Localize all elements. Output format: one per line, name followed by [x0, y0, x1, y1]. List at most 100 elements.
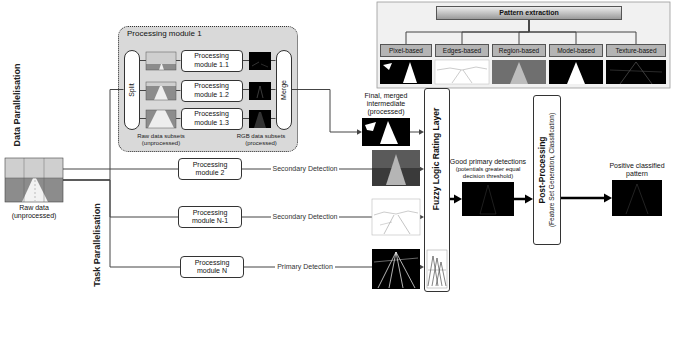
edge-label: Primary Detection [275, 263, 335, 271]
primary-detection-image-part [389, 252, 396, 288]
image-node: Positive classified pattern [612, 180, 662, 216]
group-heading-holder: Processing module 1 [127, 29, 202, 38]
primary-detection-image [372, 249, 420, 289]
positive-pattern-image-part [612, 180, 662, 216]
group-fill [118, 26, 298, 152]
secondary-detection-image [372, 150, 420, 186]
node-text: Processing module 1 [127, 29, 202, 38]
raw-data-photo [5, 158, 63, 202]
connector-line [529, 20, 636, 44]
node-text: Good primary detections [448, 158, 528, 166]
membership-chart-part [428, 270, 446, 271]
raw-subset-image-part [146, 64, 176, 70]
pixel-based-image [380, 60, 432, 84]
raw-data-photo-part [5, 158, 63, 178]
connector [462, 20, 529, 44]
primary-detection-image-part [396, 252, 415, 288]
rotated-text: Split [127, 83, 135, 97]
connector-line [410, 132, 421, 133]
rgb-subset-image-part [257, 86, 260, 98]
secondary-detection-image-part [372, 150, 420, 186]
edges-based-image-part [437, 67, 487, 70]
membership-chart-part [427, 250, 447, 288]
primary-detection-image-part [374, 258, 418, 262]
raw-subset-image-part [146, 86, 176, 100]
connector-line [514, 198, 528, 201]
connector-line [519, 20, 529, 44]
membership-chart-part [436, 262, 446, 286]
node-text: Processing module 1.1 [185, 52, 239, 68]
image-node: Good primary detections(potentials great… [462, 182, 514, 216]
raw-subset-image [146, 52, 176, 70]
image-caption: Final, merged intermediate (processed) [356, 92, 416, 116]
raw-subset-image-part [146, 110, 176, 128]
texture-based-image-part [610, 70, 662, 72]
raw-subset-image [146, 110, 176, 128]
merged-intermediate-image-part [380, 121, 398, 144]
node-text: Processing module 1.2 [185, 82, 239, 98]
raw-data-photo-part [5, 178, 63, 202]
raw-subset-image-part [146, 110, 176, 128]
edge-detection-image-part [398, 215, 410, 234]
image-caption: Good primary detections(potentials great… [448, 158, 528, 180]
region-based-image-part [510, 62, 528, 84]
edges-based-image-part [452, 70, 461, 83]
connector [514, 195, 533, 204]
layer-bar: Post-Processing(Feature Set Generation, … [533, 95, 561, 245]
texture-based-image [606, 60, 666, 84]
connector [63, 180, 178, 217]
node-text: Fuzzy Logic Rating Layer [432, 108, 442, 211]
pixel-based-image-part [380, 60, 432, 84]
table-header: Pattern extraction [436, 6, 622, 20]
raw-subset-image [146, 82, 176, 100]
membership-chart [427, 250, 447, 288]
node-text: Processing module 1.3 [185, 110, 239, 126]
image-node: Final, merged intermediate (processed) [362, 118, 410, 146]
connector [292, 90, 363, 135]
positive-pattern-image-part [637, 184, 648, 214]
connector-line [63, 180, 178, 217]
node-text: Pattern extraction [499, 9, 559, 17]
raw-data-photo-part [24, 158, 25, 202]
raw-subset-image-part [146, 52, 176, 70]
node-text: Post-Processing [538, 113, 548, 227]
column-header: Model-based [549, 44, 603, 57]
rgb-subset-image-part [261, 64, 268, 67]
secondary-detection-image-part [386, 154, 406, 185]
connector [561, 194, 612, 203]
region-based-image [492, 60, 546, 84]
node-text: Pixel-based [389, 47, 423, 54]
connector [450, 195, 462, 204]
connector [519, 20, 529, 44]
raw-data-photo-part [44, 158, 45, 202]
rgb-subset-image [249, 110, 271, 128]
node-text: Merge [279, 80, 287, 100]
raw-subset-image-part [159, 64, 164, 70]
merged-intermediate-image [362, 118, 410, 146]
connector-line [63, 90, 124, 181]
node-text: Edges-based [443, 47, 481, 54]
rgb-subset-image-part [249, 110, 271, 128]
process-box: Processing module 1.3 [181, 108, 243, 130]
node-text: Region-based [499, 47, 539, 54]
connector [63, 180, 180, 267]
pattern-panel [377, 2, 670, 88]
process-box: Processing module N-1 [178, 206, 242, 228]
split-merge-box: Merge [276, 50, 292, 130]
split-merge-box: Split [124, 50, 140, 130]
process-box: Processing module 1.2 [181, 80, 243, 102]
texture-based-image-part [636, 62, 652, 84]
good-detection-image-part [480, 185, 496, 214]
image-caption: Raw data (unprocessed) [1, 204, 67, 220]
raw-data-photo-part [5, 178, 63, 179]
positive-pattern-image-part [626, 184, 637, 214]
edges-based-image-part [435, 60, 489, 84]
rgb-subset-image [249, 82, 271, 100]
edge-detection-image [372, 199, 420, 235]
node-text: (potentials greater equal decision thres… [448, 166, 528, 180]
process-box: Processing module 1.1 [181, 50, 243, 72]
pixel-based-image-part [383, 63, 392, 70]
merged-intermediate-image-part [365, 122, 376, 131]
column-header: Pixel-based [380, 44, 432, 57]
